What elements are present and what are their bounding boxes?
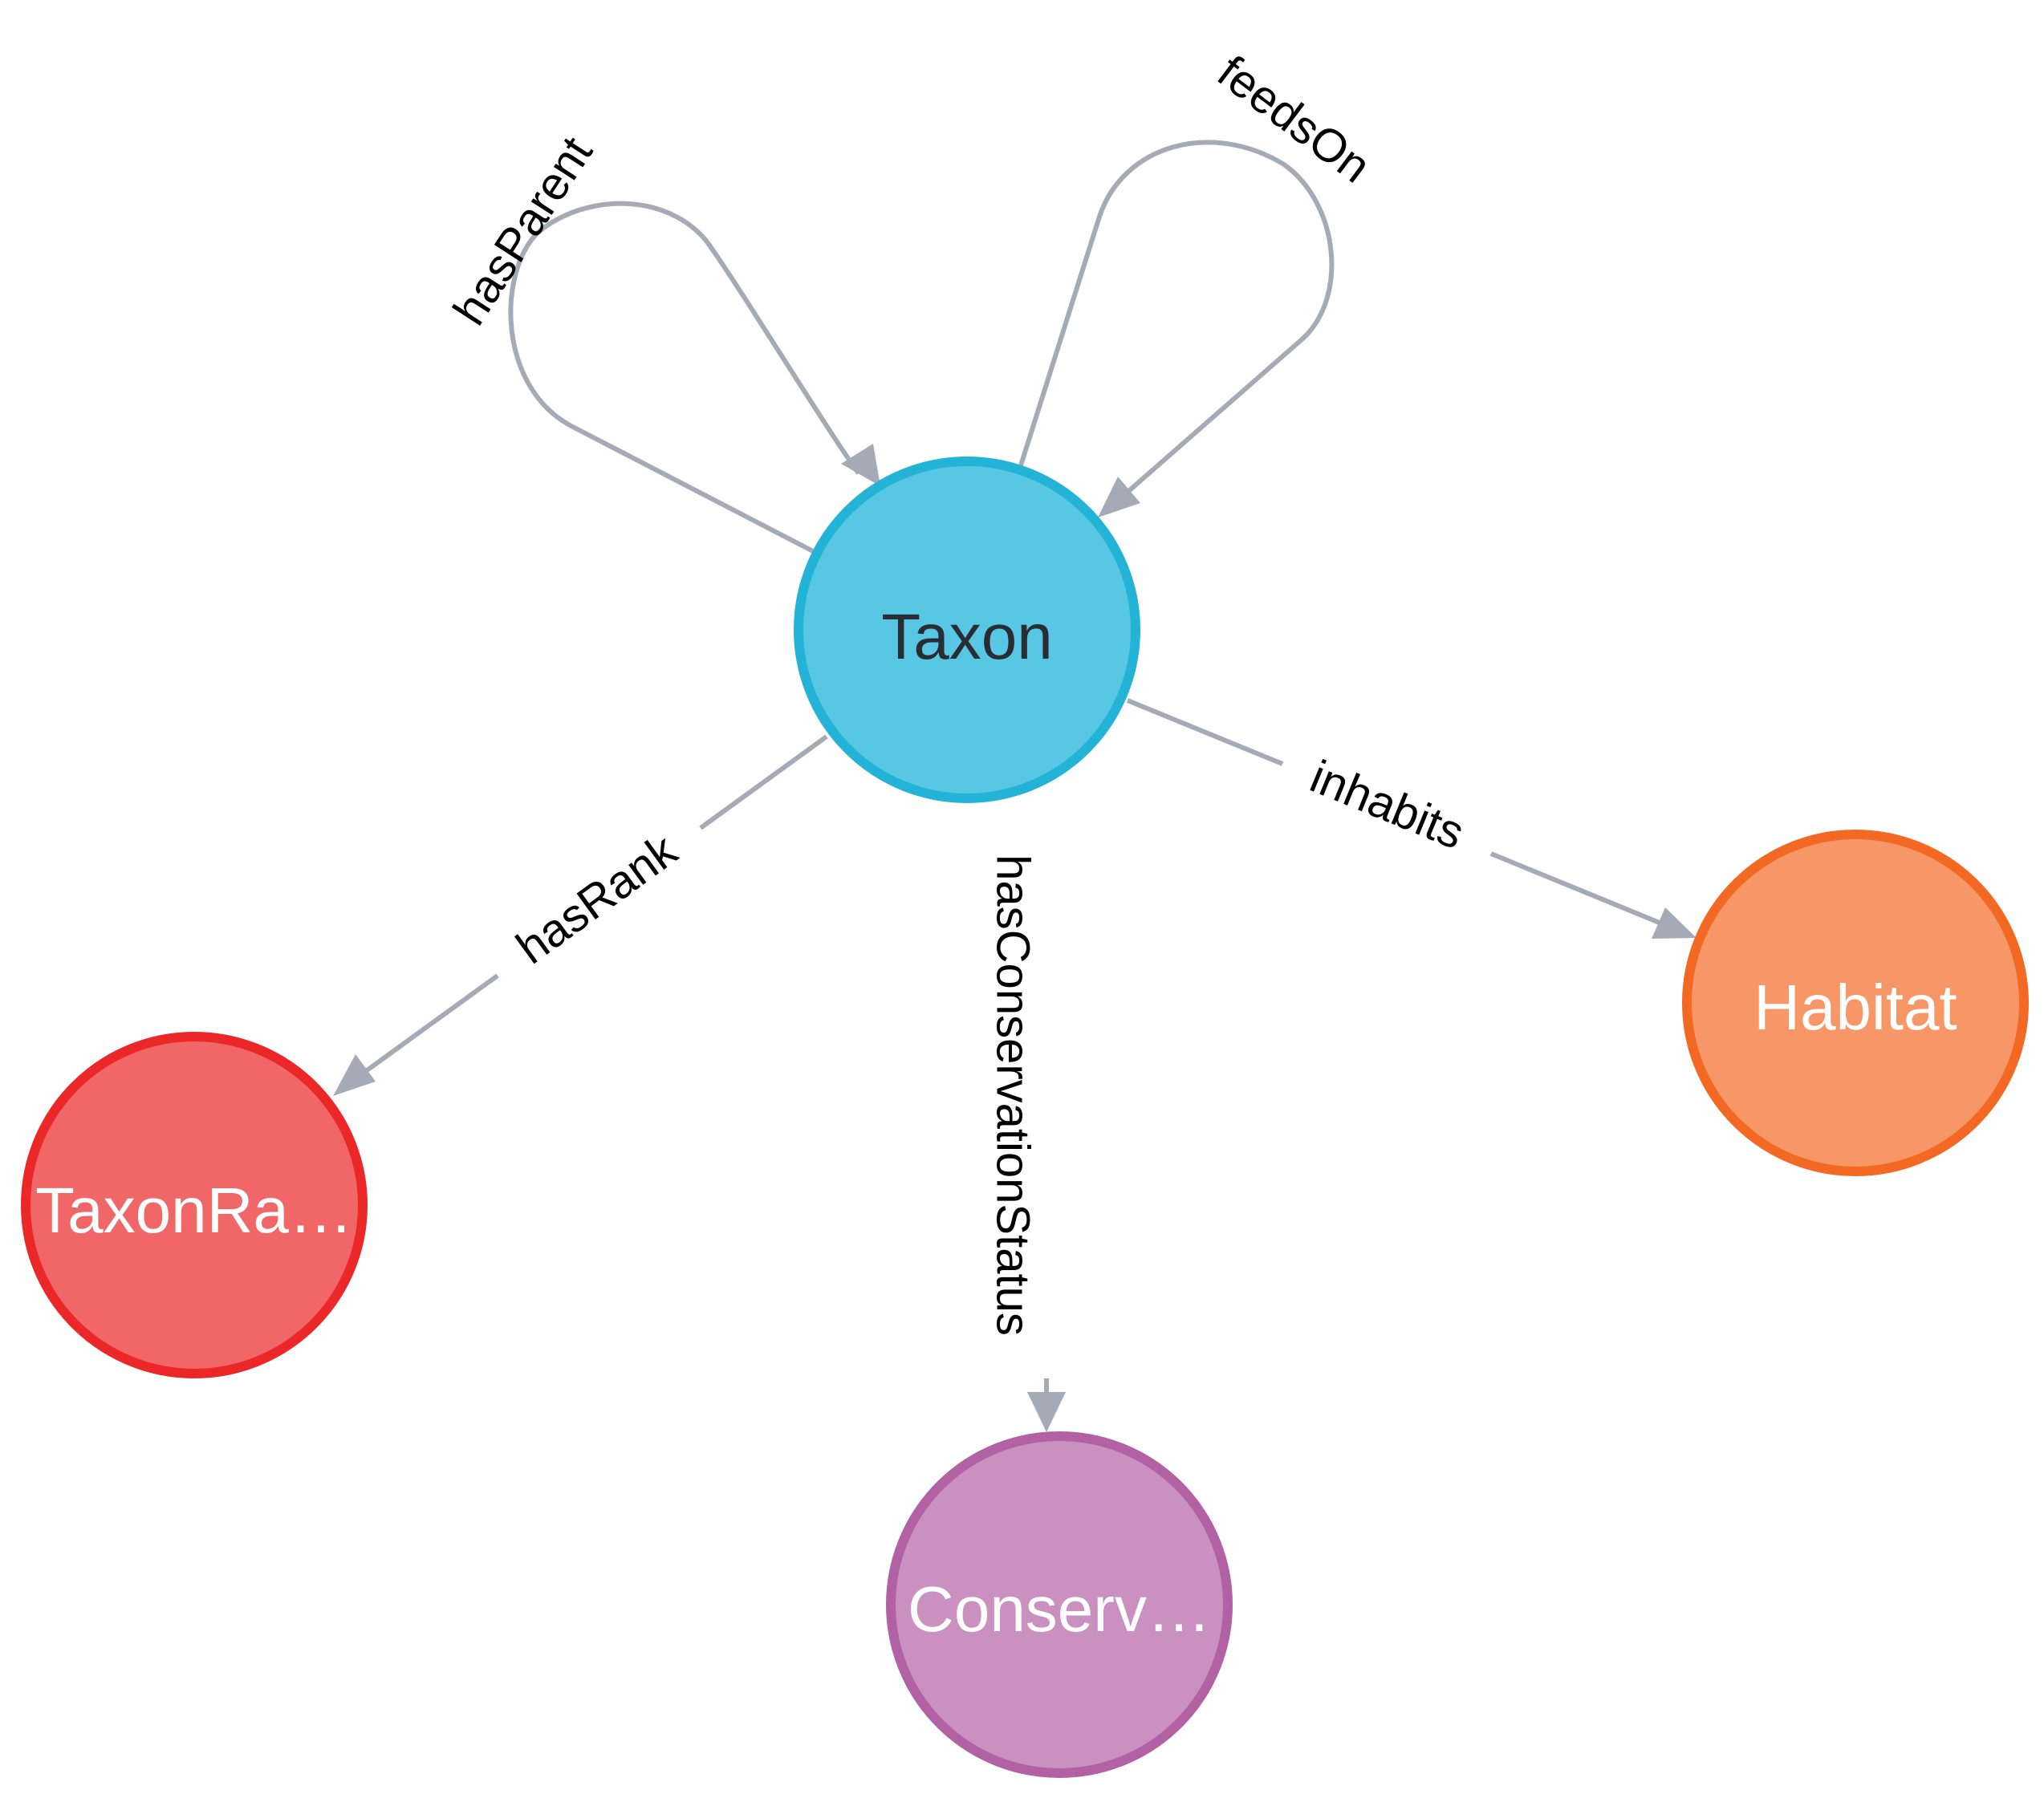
edge-hasconservationstatus-label: hasConservationStatus	[987, 854, 1039, 1336]
edge-hasrank-label: hasRank	[507, 823, 687, 974]
edge-hasconservationstatus[interactable]: hasConservationStatus	[987, 854, 1066, 1432]
edge-hasrank[interactable]: hasRank	[333, 734, 828, 1096]
node-conservation-label: Conserv…	[908, 1573, 1211, 1645]
edge-hasparent[interactable]: hasParent	[443, 128, 880, 554]
edge-hasparent-arrow	[841, 444, 880, 486]
node-taxonrank-circle	[21, 1032, 368, 1378]
node-conservation[interactable]: Conserv…	[886, 1431, 1233, 1778]
edge-hasparent-label: hasParent	[443, 128, 603, 334]
node-habitat-label: Habitat	[1753, 972, 1957, 1043]
node-taxonrank-label: TaxonRa…	[35, 1175, 353, 1246]
edge-feedson[interactable]: feedsOn	[1018, 46, 1380, 518]
edge-inhabits-line-b	[1489, 851, 1667, 927]
edge-inhabits-arrow	[1652, 907, 1697, 939]
nodes-layer: Taxon Habitat TaxonRa… Conserv…	[21, 457, 2029, 1778]
node-taxon-label: Taxon	[881, 601, 1052, 672]
edge-hasrank-line-a	[699, 734, 828, 830]
node-taxon[interactable]: Taxon	[794, 457, 1140, 803]
node-taxon-circle	[794, 457, 1140, 803]
edge-feedson-line	[1018, 140, 1335, 501]
node-habitat-circle	[1682, 830, 2029, 1176]
node-conservation-circle	[886, 1431, 1233, 1778]
edge-hasrank-line-b	[359, 973, 499, 1078]
edge-hasconservationstatus-arrow	[1027, 1392, 1066, 1432]
edge-feedson-arrow	[1098, 477, 1140, 518]
node-taxonrank[interactable]: TaxonRa…	[21, 1032, 368, 1378]
edge-hasparent-line	[508, 201, 861, 554]
edge-inhabits[interactable]: inhabits	[1126, 698, 1697, 939]
edge-hasrank-arrow	[333, 1054, 376, 1096]
edge-inhabits-label: inhabits	[1303, 750, 1472, 859]
node-habitat[interactable]: Habitat	[1682, 830, 2029, 1176]
edge-inhabits-line-a	[1126, 698, 1284, 766]
